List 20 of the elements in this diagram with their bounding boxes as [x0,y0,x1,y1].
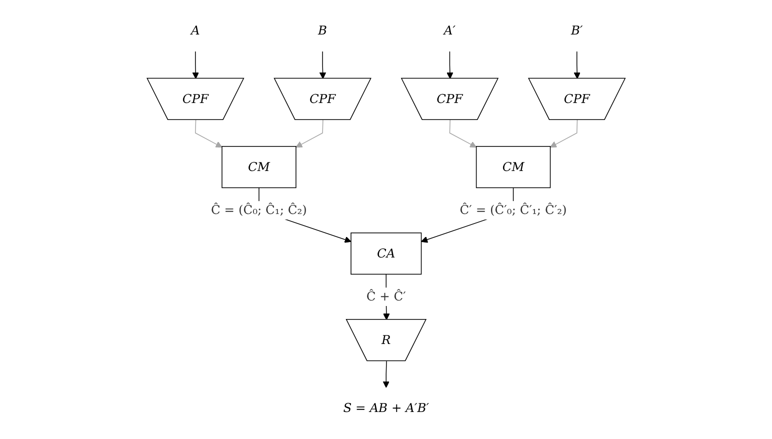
arrow [192,51,199,79]
edge-label: Ĉ = (Ĉ₀; Ĉ₁; Ĉ₂) [210,202,307,218]
node-box: CM [221,146,296,188]
node-box: CM [476,146,551,188]
node-text: S = AB + A′B′ [343,400,429,416]
arrow [319,51,326,79]
arrow [296,120,324,148]
node-text: A [190,23,200,38]
node-text: B′ [570,23,583,38]
node-text: A′ [444,23,456,38]
node-box: CA [350,232,422,275]
arrow [574,51,580,79]
arrow [194,120,222,148]
arrow [449,120,476,148]
edge-label: Ĉ′ = (Ĉ′₀; Ĉ′₁; Ĉ′₂) [460,202,567,218]
node-text: B [318,23,327,38]
arrow [550,120,578,148]
edge-label: Ĉ + Ĉ′ [366,289,406,304]
arrow [382,360,390,388]
arrow [446,51,454,79]
